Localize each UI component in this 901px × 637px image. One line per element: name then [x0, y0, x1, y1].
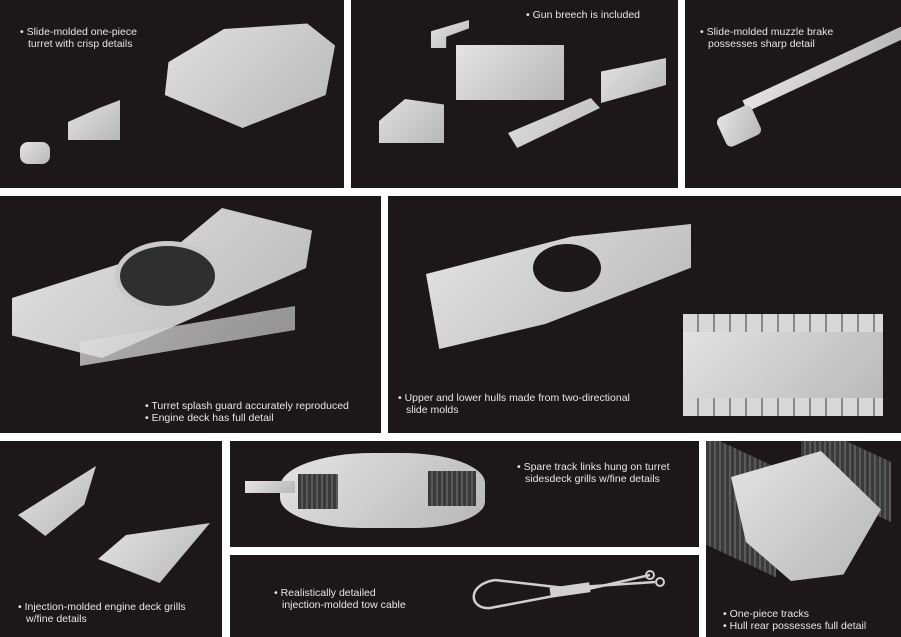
caption-muzzle-brake: • Slide-molded muzzle brake possesses sh… [700, 26, 834, 50]
panel-hulls: • Upper and lower hulls made from two-di… [388, 196, 901, 433]
panel-gun-breech: • Gun breech is included [351, 0, 678, 188]
muzzle-brake-image [715, 103, 763, 149]
breech-part-1-image [431, 20, 469, 48]
breech-block-image [456, 45, 564, 100]
turret-model-image [164, 23, 335, 128]
lower-hull-track-top-image [683, 314, 883, 332]
panel-hull-rear: • One-piece tracks • Hull rear possesses… [706, 441, 901, 637]
upper-hull-turret-opening-image [533, 244, 601, 292]
caption-hull-rear: • One-piece tracks • Hull rear possesses… [723, 608, 867, 632]
breech-frame-image [508, 98, 600, 148]
turret-gun-image [245, 481, 295, 493]
grill-right-image [98, 523, 210, 583]
lower-hull-track-bottom-image [683, 398, 883, 416]
caption-turret: • Slide-molded one-piece turret with cri… [20, 26, 137, 50]
tow-cable-image [472, 570, 665, 610]
barrel-collar-part-image [20, 142, 50, 164]
panel-hull-top: • Turret splash guard accurately reprodu… [0, 196, 381, 433]
turret-ring-image [115, 241, 220, 311]
caption-spare-tracks: • Spare track links hung on turret sides… [517, 461, 670, 485]
breech-part-2-image [379, 99, 444, 143]
panel-spare-tracks: • Spare track links hung on turret sides… [230, 441, 699, 547]
panel-muzzle-brake: • Slide-molded muzzle brake possesses sh… [685, 0, 901, 188]
gun-mantlet-part-image [68, 100, 120, 140]
caption-hull-top: • Turret splash guard accurately reprodu… [145, 400, 349, 424]
breech-plate-image [601, 58, 666, 103]
spare-track-links-right-image [428, 471, 476, 506]
caption-tow-cable: • Realistically detailed injection-molde… [274, 587, 406, 611]
grill-left-image [18, 466, 96, 536]
spare-track-links-left-image [298, 474, 338, 509]
panel-grills: • Injection-molded engine deck grills w/… [0, 441, 222, 637]
caption-hulls: • Upper and lower hulls made from two-di… [398, 392, 630, 416]
caption-gun-breech: • Gun breech is included [526, 9, 640, 21]
panel-turret: • Slide-molded one-piece turret with cri… [0, 0, 344, 188]
panel-tow-cable: • Realistically detailed injection-molde… [230, 555, 699, 637]
caption-grills: • Injection-molded engine deck grills w/… [18, 601, 186, 625]
